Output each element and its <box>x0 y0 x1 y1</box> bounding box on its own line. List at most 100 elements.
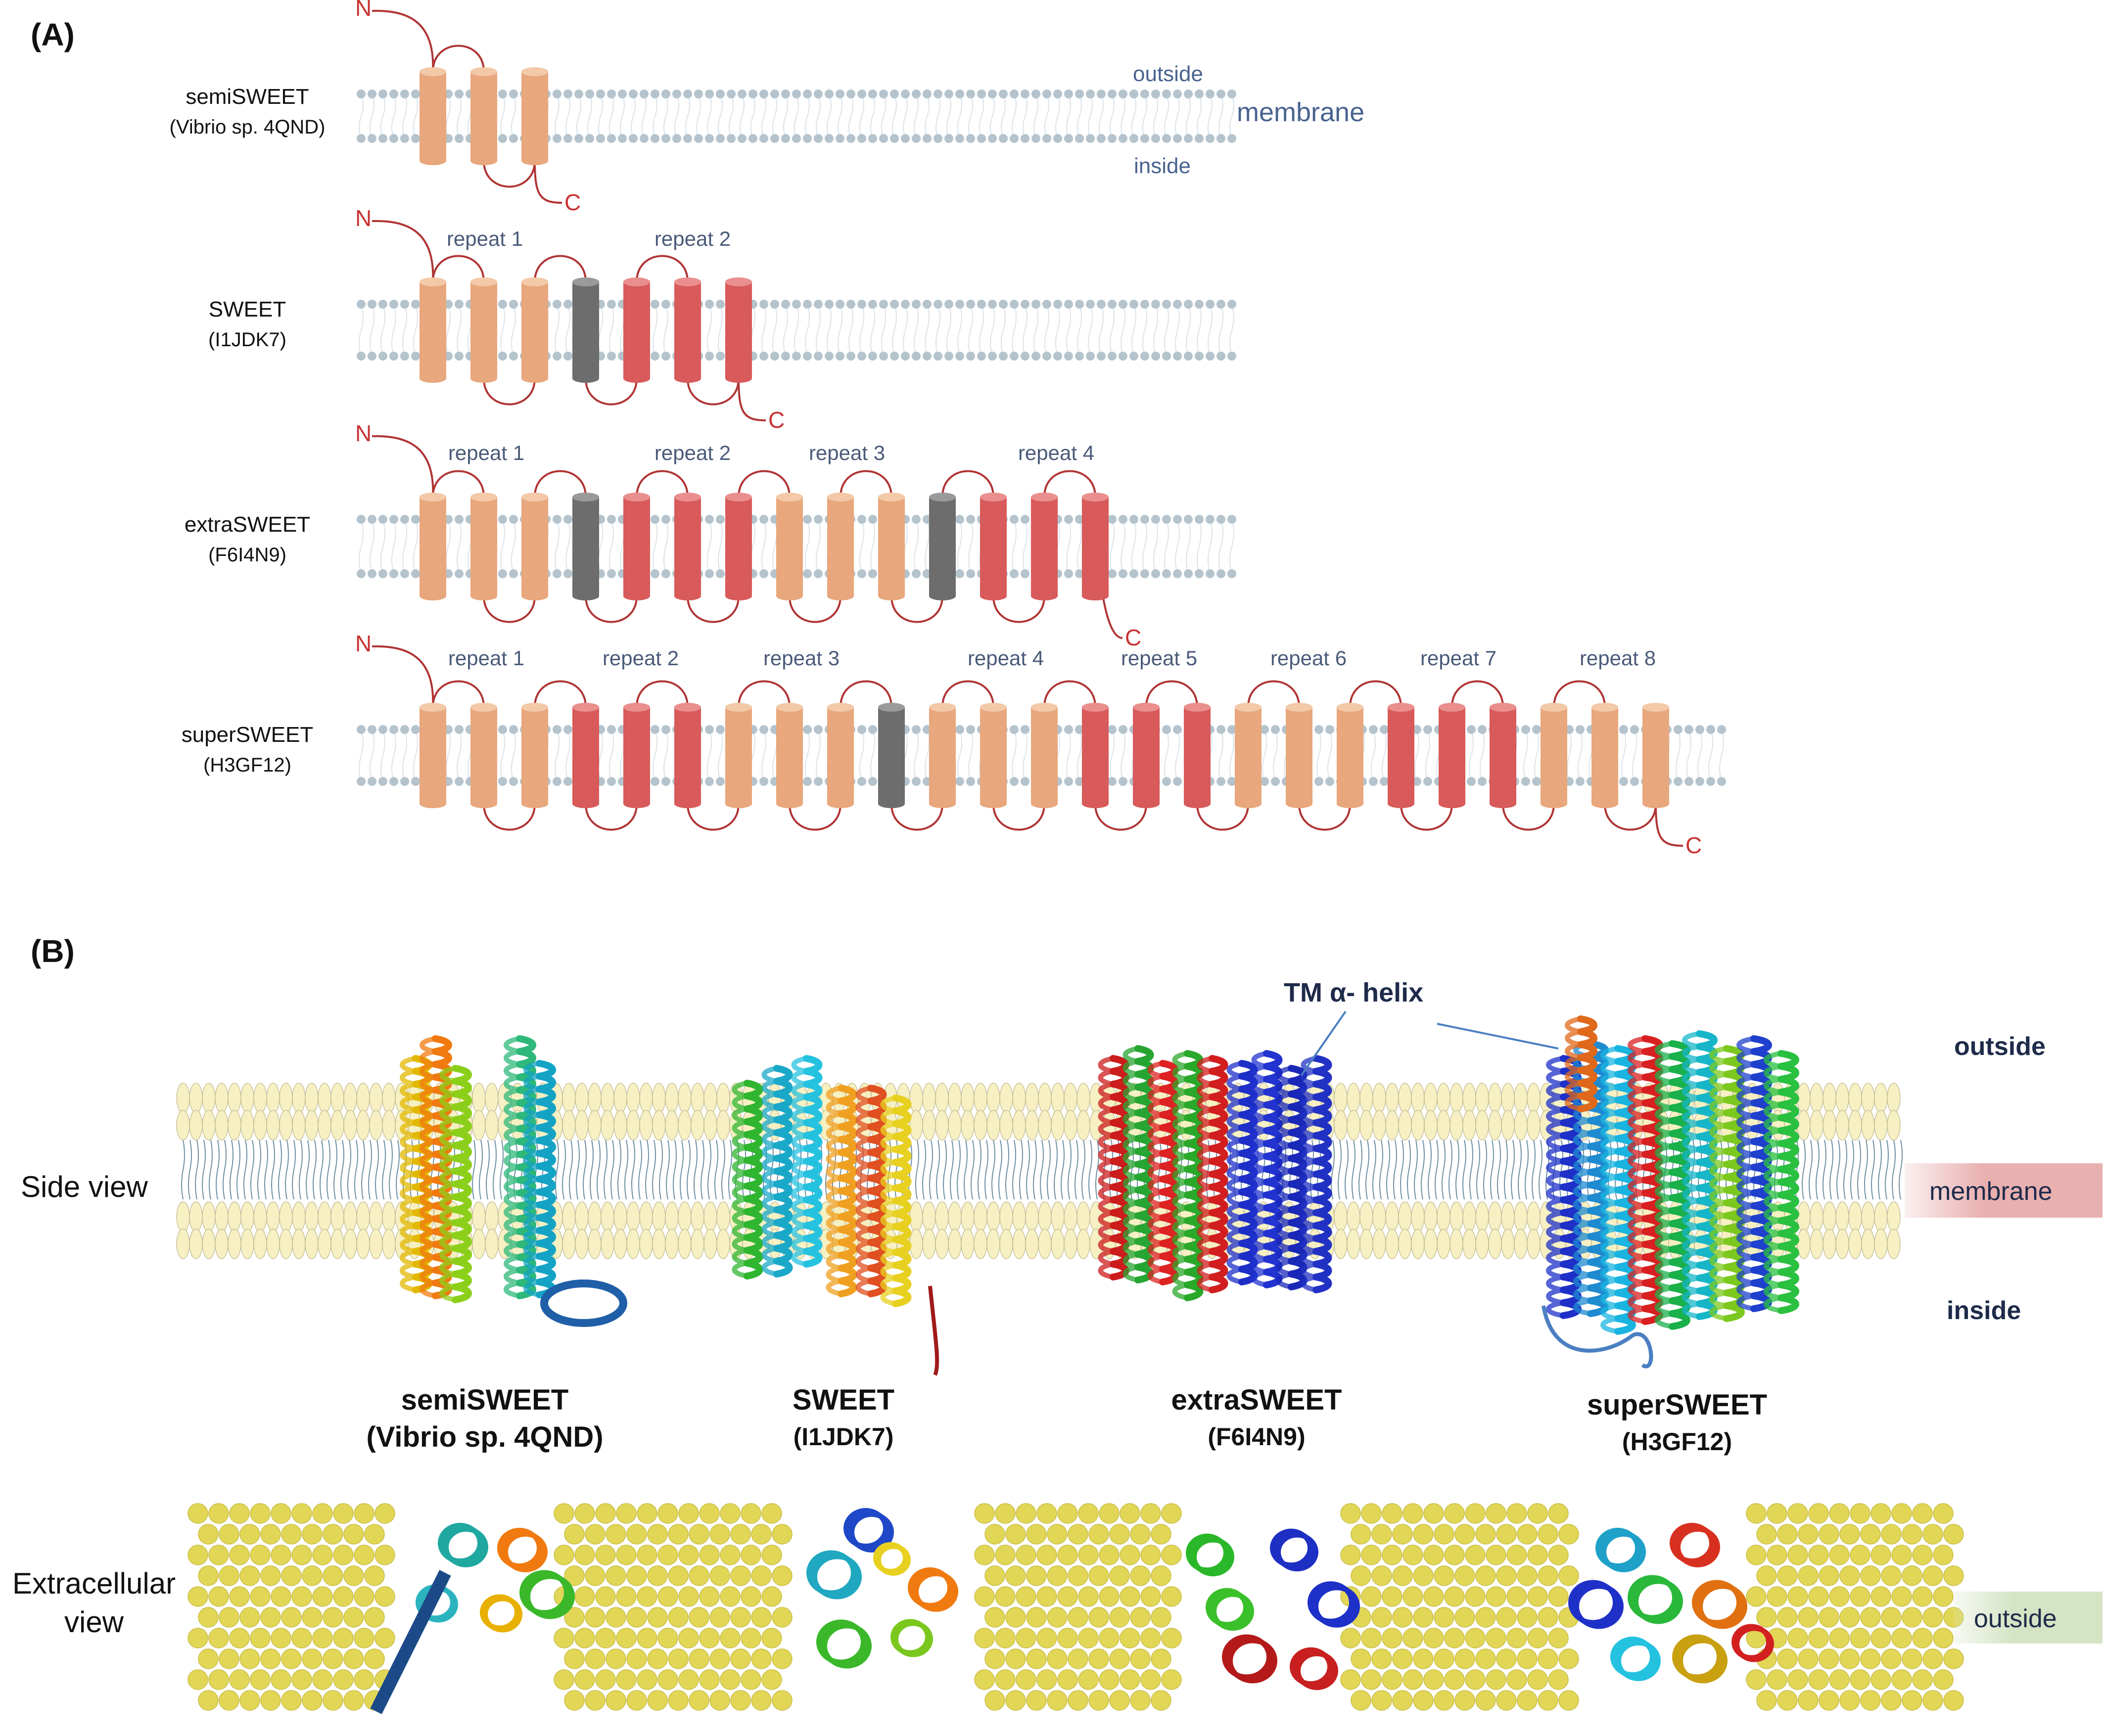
repeat-label: repeat 1 <box>448 646 524 670</box>
top-sweet <box>806 1508 958 1669</box>
helix-peach <box>420 703 446 808</box>
membrane-tag-text: membrane <box>1929 1177 2053 1206</box>
helices <box>420 703 1669 808</box>
caption-sweet-id: (I1JDK7) <box>794 1423 894 1451</box>
helix-gray <box>572 277 599 383</box>
bead-patch <box>1340 1503 1579 1711</box>
extracellular-view-label-1: Extracellular <box>12 1567 176 1600</box>
bead-patch <box>187 1503 395 1711</box>
helix <box>523 1060 556 1298</box>
helix-gray <box>878 703 905 808</box>
helix-red <box>725 277 752 383</box>
tm-helix-label: TM α- helix <box>1284 978 1423 1007</box>
helix-red <box>1031 493 1058 600</box>
structure-supersweet <box>1546 1030 1799 1335</box>
helix-peach <box>521 67 548 165</box>
top-supersweet <box>1568 1523 1774 1684</box>
helix <box>880 1095 912 1307</box>
helix <box>439 1065 472 1303</box>
outside-tag-box <box>1954 1592 2103 1644</box>
loops <box>372 645 1683 847</box>
label-outside: outside <box>1133 62 1203 86</box>
row-name: SWEET <box>209 297 286 321</box>
structure-sweet <box>732 1055 912 1307</box>
helix-peach <box>1337 703 1363 808</box>
helix-red <box>725 493 752 600</box>
helix-coil <box>873 1542 911 1576</box>
membrane-tag: membrane <box>1905 1163 2103 1218</box>
structure-semisweet <box>400 1035 556 1303</box>
helix-peach <box>470 277 497 383</box>
helix-peach <box>470 67 497 165</box>
helix-coil <box>1610 1637 1661 1681</box>
helix-red <box>1490 703 1516 808</box>
helix-peach <box>1235 703 1262 808</box>
repeat-label: repeat 1 <box>448 441 524 464</box>
helix-gray <box>929 493 956 600</box>
helices <box>420 493 1109 600</box>
helix-coil <box>843 1508 894 1553</box>
helix-peach <box>521 493 548 600</box>
side-view-label: Side view <box>21 1170 148 1203</box>
helix-red <box>1133 703 1160 808</box>
top-semisweet <box>416 1523 575 1633</box>
loops <box>372 220 766 421</box>
helix-coil <box>1206 1588 1254 1631</box>
caption-supersweet-name: superSWEET <box>1587 1389 1767 1421</box>
n-terminus: N <box>355 205 372 231</box>
helix <box>1197 1055 1228 1293</box>
helix-peach <box>521 277 548 383</box>
repeat-label: repeat 4 <box>968 646 1044 670</box>
caption-semisweet-name: semiSWEET <box>401 1384 568 1416</box>
helices <box>420 277 752 383</box>
helix-red <box>674 277 701 383</box>
bead-patch <box>974 1503 1182 1711</box>
n-terminus: N <box>355 420 372 446</box>
row-id: (I1JDK7) <box>208 329 286 351</box>
helix-peach <box>1642 703 1669 808</box>
repeat-label: repeat 3 <box>763 646 840 670</box>
c-terminus: C <box>564 189 581 215</box>
caption-extrasweet-id: (F6I4N9) <box>1208 1423 1305 1451</box>
extracellular-view-label-2: view <box>64 1605 124 1639</box>
helix-coil <box>1670 1523 1720 1567</box>
helix-coil <box>1308 1581 1360 1628</box>
repeat-label: repeat 8 <box>1580 646 1656 670</box>
repeat-label: repeat 5 <box>1121 646 1197 670</box>
helix-coil <box>1186 1533 1234 1577</box>
repeat-label: repeat 6 <box>1270 646 1347 670</box>
row-name: superSWEET <box>182 723 314 747</box>
helix-peach <box>1591 703 1618 808</box>
helix <box>1764 1050 1799 1314</box>
helix-red <box>572 703 599 808</box>
helix-peach <box>420 493 446 600</box>
row-name: semiSWEET <box>186 85 309 109</box>
structure-captions: semiSWEET (Vibrio sp. 4QND) SWEET (I1JDK… <box>366 1384 1767 1456</box>
caption-extrasweet-name: extraSWEET <box>1171 1384 1342 1416</box>
helix-red <box>674 703 701 808</box>
panel-a: (A) semiSWEET(Vibrio sp. 4QND)NCSWEET(I1… <box>31 0 1726 858</box>
helix-coil <box>1692 1580 1747 1629</box>
helix <box>791 1055 823 1268</box>
helix-coil <box>1270 1528 1318 1572</box>
label-membrane: membrane <box>1237 97 1364 127</box>
structure-extrasweet <box>1098 1045 1332 1301</box>
topology-row-semisweet: semiSWEET(Vibrio sp. 4QND)NC <box>170 0 1236 215</box>
helix-red <box>1439 703 1465 808</box>
bead-patch <box>1746 1503 1964 1711</box>
helix-coil <box>890 1619 933 1657</box>
helix-coil <box>816 1619 872 1669</box>
helix-red <box>980 493 1007 600</box>
helix-peach <box>1286 703 1312 808</box>
helix-coil <box>1731 1624 1774 1662</box>
helix-peach <box>827 493 854 600</box>
helix-peach <box>470 703 497 808</box>
helix-red <box>1184 703 1211 808</box>
top-extrasweet <box>1186 1528 1360 1690</box>
loops <box>372 9 562 204</box>
helix <box>1301 1055 1332 1293</box>
helix-peach <box>776 493 803 600</box>
tm-pointer-line-1 <box>1300 1010 1347 1077</box>
